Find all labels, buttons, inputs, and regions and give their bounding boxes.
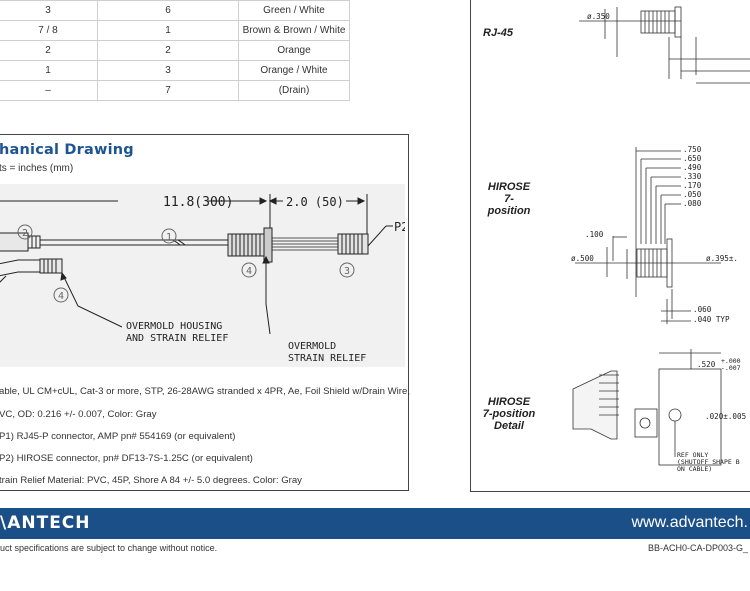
hirose-dim: ø.500 [571, 254, 594, 263]
detail-label-line: 7-position [482, 408, 536, 420]
and-strain-relief-label: AND STRAIN RELIEF [126, 333, 228, 344]
brand-logo: \ANTECH [0, 513, 91, 533]
spec-note: P1) RJ45-P connector, AMP pn# 554169 (or… [0, 431, 236, 442]
callout-3: 3 [344, 266, 350, 277]
hirose-dim: .040 TYP [693, 315, 730, 324]
hirose-dim: .650 [683, 154, 702, 163]
hirose-label-line: HIROSE [487, 181, 531, 193]
table-cell: – [0, 80, 98, 101]
overmold-label: OVERMOLD [288, 341, 336, 352]
hirose-label: HIROSE 7-position [483, 181, 535, 217]
table-cell: Orange / White [238, 60, 350, 81]
spec-note: P2) HIROSE connector, pn# DF13-7S-1.25C … [0, 453, 253, 464]
table-row: 1 3 Orange / White [0, 60, 350, 81]
hirose-dim: .170 [683, 181, 702, 190]
table-row: 3 6 Green / White [0, 0, 350, 21]
table-cell: Orange [238, 40, 350, 61]
table-cell: 3 [97, 60, 239, 81]
footer-bar: \ANTECH www.advantech. [0, 508, 750, 539]
connector-drawings-svg: ø.350 .750 .650 .490 .330 .170 .050 .080… [571, 6, 750, 473]
callout-4-lower: 4 [58, 291, 64, 302]
table-cell: 7 / 8 [0, 20, 98, 41]
detail-dim-side: .020±.005 [705, 412, 746, 421]
table-row: 2 2 Orange [0, 40, 350, 61]
callout-4: 4 [246, 266, 252, 277]
table-cell: 1 [97, 20, 239, 41]
table-row: 7 / 8 1 Brown & Brown / White [0, 20, 350, 41]
connector-dimensions-panel: RJ-45 HIROSE 7-position HIROSE 7-positio… [470, 0, 750, 492]
rj45-dim-label: ø.350 [587, 12, 610, 21]
callout-2: 2 [22, 228, 28, 239]
units-note: ts = inches (mm) [0, 163, 74, 174]
table-cell: 6 [97, 0, 239, 21]
document-id: BB-ACH0-CA-DP003-G_ [647, 543, 748, 553]
overmold-housing-label: OVERMOLD HOUSING [126, 321, 222, 332]
table-cell: 1 [0, 60, 98, 81]
table-cell: (Drain) [238, 80, 350, 101]
table-row: – 7 (Drain) [0, 80, 350, 101]
rj45-label: RJ-45 [483, 27, 513, 39]
mechanical-drawing-panel: hanical Drawing ts = inches (mm) [0, 134, 410, 491]
table-cell: Brown & Brown / White [238, 20, 350, 41]
hirose-dim: .050 [683, 190, 702, 199]
hirose-dim: .080 [683, 199, 702, 208]
hirose-dim: .100 [585, 230, 604, 239]
detail-dim-top: .520 [697, 360, 716, 369]
disclaimer-text: uct specifications are subject to change… [0, 543, 218, 553]
cable-drawing-svg: 11.8(300) 2.0 (50) P2 2 1 3 4 4 OVERMOLD… [0, 194, 408, 364]
detail-label-line: HIROSE [487, 396, 531, 408]
p2-label: P2 [394, 220, 405, 234]
hirose-dim: .330 [683, 172, 702, 181]
dim-length-label: 11.8(300) [163, 195, 233, 210]
website-link[interactable]: www.advantech. [631, 514, 748, 531]
detail-tol-plus: +.000 [721, 357, 741, 365]
spec-note: able, UL CM+cUL, Cat-3 or more, STP, 26-… [0, 386, 410, 397]
pin-table: 3 6 Green / White 7 / 8 1 Brown & Brown … [0, 0, 350, 101]
table-cell: Green / White [238, 0, 350, 21]
table-cell: 2 [97, 40, 239, 61]
section-title: hanical Drawing [0, 142, 134, 158]
cable-drawing: 11.8(300) 2.0 (50) P2 2 1 3 4 4 OVERMOLD… [0, 184, 408, 367]
ref-note: ON CABLE) [677, 465, 712, 473]
hirose-label-line: 7-position [487, 193, 531, 217]
spec-note: train Relief Material: PVC, 45P, Shore A… [0, 475, 302, 486]
strain-relief-label: STRAIN RELIEF [288, 353, 366, 364]
ref-note: (SHUTOFF SHAPE B [677, 458, 740, 466]
hirose-dim: .750 [683, 145, 702, 154]
detail-tol-minus: -.007 [721, 364, 741, 372]
dim-tail-label: 2.0 (50) [286, 195, 344, 209]
table-cell: 7 [97, 80, 239, 101]
spec-note: VC, OD: 0.216 +/- 0.007, Color: Gray [0, 409, 157, 420]
hirose-dim: .490 [683, 163, 702, 172]
detail-label-line: Detail [494, 420, 524, 432]
hirose-dim: .060 [693, 305, 712, 314]
table-cell: 2 [0, 40, 98, 61]
callout-1: 1 [166, 232, 172, 243]
hirose-dim: ø.395±. [706, 254, 738, 263]
ref-note: REF ONLY [677, 451, 708, 459]
hirose-detail-label: HIROSE 7-position Detail [481, 396, 537, 432]
table-cell: 3 [0, 0, 98, 21]
